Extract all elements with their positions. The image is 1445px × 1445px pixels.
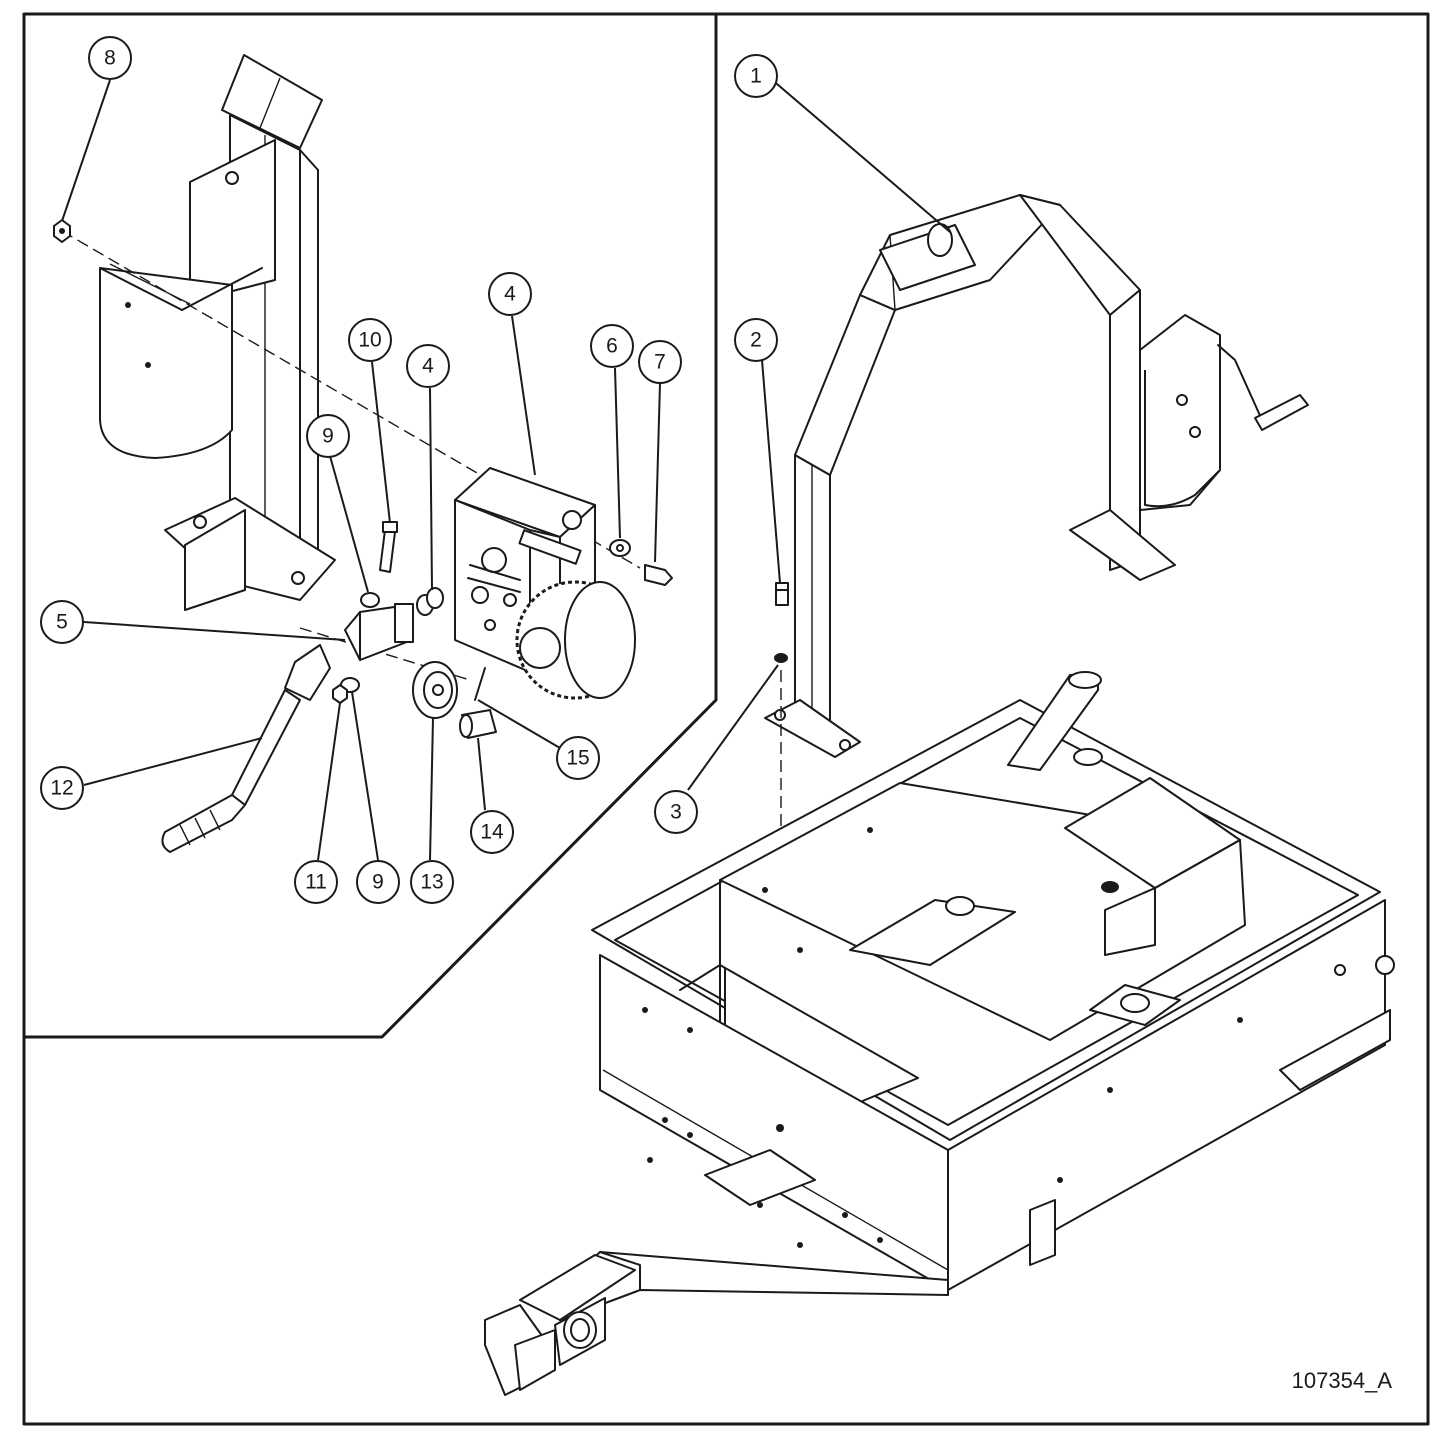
svg-text:9: 9 [322,425,334,448]
callout-6: 6 [590,324,634,368]
svg-text:7: 7 [654,351,666,374]
assembly-axis-line [61,230,641,569]
svg-text:4: 4 [504,283,516,306]
winch-body-part-4 [454,467,636,700]
svg-text:5: 5 [56,611,68,634]
winch-stand-assembly [99,54,336,611]
callout-9-lower: 9 [356,860,400,904]
spacer-part-4 [416,587,444,616]
svg-text:1: 1 [750,65,762,88]
svg-text:2: 2 [750,329,762,352]
svg-text:13: 13 [420,871,443,894]
callout-4-winch: 4 [488,272,532,316]
callout-12: 12 [40,766,84,810]
callout-4-spacer: 4 [406,344,450,388]
drawing-number: 107354_A [1292,1368,1393,1393]
nut-part-8 [53,219,71,243]
svg-text:6: 6 [606,335,618,358]
bolt-part-7 [644,564,673,586]
callout-14: 14 [470,810,514,854]
svg-text:10: 10 [358,329,381,352]
callout-leaders [61,77,951,861]
hub-part-5 [344,603,414,661]
svg-text:4: 4 [422,355,434,378]
callout-2: 2 [734,318,778,362]
callout-1: 1 [734,54,778,98]
svg-text:9: 9 [372,871,384,894]
bushing-part-14 [459,709,497,739]
bolt-part-10 [379,521,398,573]
svg-text:11: 11 [305,871,327,894]
hoop-frame-part-1 [764,194,1309,758]
svg-text:14: 14 [480,821,504,844]
washer-part-9-upper [360,592,380,608]
svg-text:15: 15 [566,747,589,770]
callout-7: 7 [638,340,682,384]
callout-11: 11 [294,860,338,904]
trailer-base-frame [484,671,1395,1396]
callout-15: 15 [556,736,600,780]
callout-9-upper: 9 [306,414,350,458]
pulley-part-13 [412,661,458,719]
crank-handle-part-12 [161,644,331,853]
svg-text:3: 3 [670,801,682,824]
nut-part-11 [332,684,348,704]
pin-part-15 [474,667,486,701]
svg-text:8: 8 [104,47,116,70]
callout-3: 3 [654,790,698,834]
callout-13: 13 [410,860,454,904]
bolt-part-2 [775,582,789,606]
callout-10: 10 [348,318,392,362]
svg-text:12: 12 [50,777,73,800]
drawing-frame [22,12,1430,1426]
washer-part-3 [774,653,788,663]
callout-5: 5 [40,600,84,644]
callout-8: 8 [88,36,132,80]
washer-part-6 [609,539,631,557]
